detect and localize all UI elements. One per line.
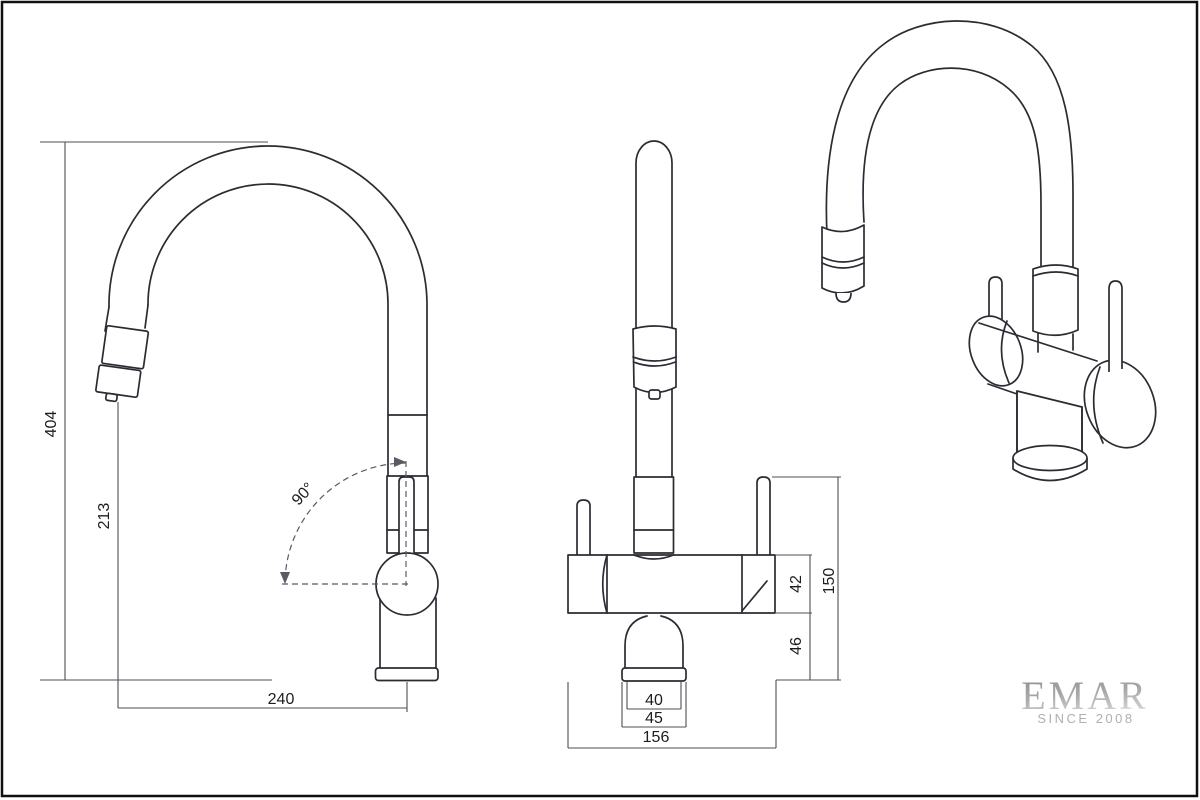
side-view-dimensions: 404 213 240	[40, 141, 408, 712]
body-right-chamfer	[741, 580, 768, 612]
body-3d-bottom-edge	[987, 383, 1018, 395]
swivel-arc	[284, 462, 407, 585]
handle-right	[756, 476, 771, 555]
spout-inner-arc	[147, 183, 389, 477]
sprayer-head-lower	[95, 364, 142, 399]
loop-inner	[862, 67, 1042, 271]
dim-shank-width-label: 40	[645, 692, 663, 709]
down-tube-left	[624, 615, 648, 670]
valve-collar-front	[633, 476, 675, 554]
brand-text: EMAR	[1021, 673, 1149, 718]
base-plate-front	[621, 667, 687, 682]
base-flange-3d-upper	[1012, 444, 1088, 472]
handle-left	[576, 499, 591, 555]
dim-counter-gap-label: 46	[788, 637, 805, 655]
body-3d-right-seam	[1092, 366, 1104, 444]
sprayer-head-upper	[101, 324, 150, 370]
sprayer-tip-3d	[835, 292, 852, 303]
brand-logo: EMAR SINCE 2008	[1021, 673, 1149, 726]
handle-3d-left	[988, 276, 1003, 324]
body-saddle	[633, 554, 675, 560]
sprayer-nozzle-front	[648, 389, 661, 400]
sprayer-head-front	[632, 325, 677, 394]
spout-outer-arc	[108, 145, 428, 477]
sprayer-ring-3d-lower	[821, 262, 865, 269]
collar-3d-ring	[1032, 271, 1079, 277]
dim-spout-height-label: 213	[96, 503, 113, 530]
base-plate-side	[374, 667, 439, 682]
spout-tube-right-edge	[144, 304, 149, 329]
brand-tagline: SINCE 2008	[1037, 711, 1134, 726]
body-3d-left-cap	[968, 315, 1024, 387]
body-left-seam-arc	[601, 554, 608, 614]
loop-outer	[825, 20, 1074, 271]
front-view: 42 150 46 40 45 156	[567, 140, 841, 749]
side-view-faucet	[95, 145, 439, 682]
body-3d-left-seam	[1000, 320, 1010, 384]
sprayer-ring-upper	[632, 356, 677, 362]
swivel-arrow-left	[280, 572, 290, 584]
collar-3d	[1032, 264, 1079, 337]
sprayer-nozzle	[104, 392, 118, 403]
sprayer-head-side	[95, 324, 150, 403]
dim-total-height-label: 404	[43, 411, 60, 438]
dim-overall-width-label: 156	[643, 729, 670, 746]
dim-body-height-label: 42	[788, 575, 805, 593]
dim-handle-height-label: 150	[821, 568, 838, 595]
sprayer-ring-3d-upper	[821, 256, 865, 263]
side-view: 90° 404 213 240	[40, 141, 439, 712]
perspective-view	[821, 20, 1157, 482]
dim-reach-label: 240	[268, 691, 295, 708]
spout-tube-left-edge	[104, 306, 110, 332]
swivel-arrow-top	[394, 457, 406, 467]
front-view-dimensions: 42 150 46 40 45 156	[567, 476, 841, 749]
sprayer-ring-lower	[632, 361, 677, 367]
dim-base-width-label: 45	[645, 710, 663, 727]
front-view-faucet	[567, 140, 776, 682]
down-tube-right	[660, 615, 684, 670]
swivel-angle-label: 90°	[289, 480, 318, 509]
mixer-body	[567, 554, 776, 614]
sprayer-head-3d	[821, 224, 865, 294]
handle-3d-right	[1108, 280, 1123, 372]
body-3d-right-cap	[1083, 359, 1157, 449]
spout-column	[635, 140, 673, 479]
